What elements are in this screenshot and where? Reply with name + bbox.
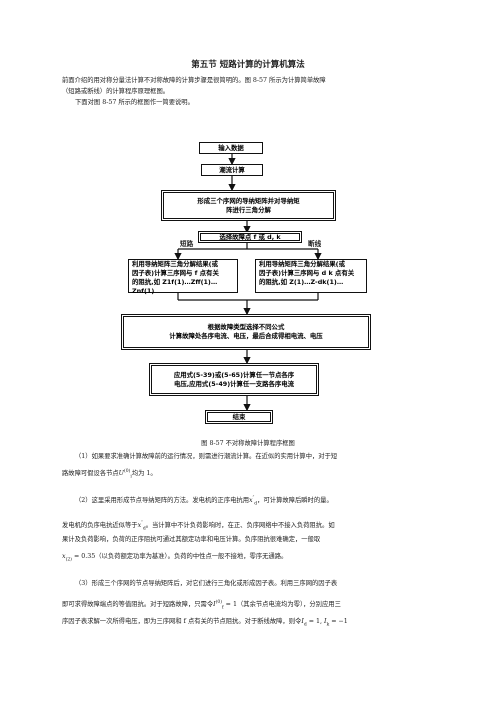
intro-line-1: 前面介绍的用对称分量法计算不对称故障的计算步骤是很简明的。图 8-57 所示为计… (62, 77, 326, 84)
branch-short-label: 短路 (180, 240, 194, 248)
p4-eq-k: = −1 (329, 618, 348, 625)
intro-line-3: 下面对图 8-57 所示的框图作一简要说明。 (75, 99, 194, 106)
p1-line-1: （1）如果要求准确计算故障前的运行情况，则需进行潮流计算。在近似的实用计算中，对… (75, 453, 338, 460)
p3-sym: x (137, 522, 142, 530)
p4-text-c: 序因子表求解一次所得电压，即为三序网和 f 点有关的节点阻抗。对于断线故障，则令 (62, 618, 302, 625)
p4-sup: (0) (215, 600, 222, 605)
input-data-box: 输入数据 (199, 142, 263, 154)
fault-type-line-2: 计算故障处各序电流、电压，最后合成得相电流、电压 (169, 332, 323, 340)
open-line-1: 利用导纳矩阵三角分解结果(或 (259, 260, 345, 268)
fault-type-line-1: 根据故障类型选择不同公式 (207, 323, 285, 331)
figure-caption: 图 8-57 不对称故障计算程序框图 (201, 440, 295, 447)
page-title: 第五节 短路计算的计算机算法 (191, 60, 305, 70)
p3-text-a: 发电机的负序电抗近似等于 (62, 522, 138, 530)
apply-formula-box: 应用式(5-39)或(5-65)计算任一节点各序 电压,应用式(5-49)计算任… (149, 363, 319, 396)
form-matrix-line-1: 形成三个序网的导纳矩阵并对导纳矩 (197, 196, 300, 205)
open-impedance-box: 利用导纳矩阵三角分解结果(或 因子表)计算三序网与 d k 点有关 的阻抗,如 … (255, 259, 367, 293)
p2-sub: d (254, 501, 258, 507)
p1-line-2: 路故障可假设各节点U(0)i均为 1。 (62, 466, 157, 482)
short-impedance-box: 利用导纳矩阵三角分解结果(或 因子表)计算三序网与 f 点有关 的阻抗,如 Z1… (128, 259, 238, 295)
intro-line-2: （短路或断线）的计算程序原理框图。 (62, 88, 170, 95)
p3-text-b: 。当计算中不计负荷影响时，在正、负序网络中不接入负荷阻抗。如 (145, 522, 335, 530)
p2-text-b: ，可计算故障后瞬时的量。 (257, 497, 333, 505)
p4-sym-k: I (324, 618, 327, 625)
p4-sub: f (222, 605, 224, 611)
p3-line-2: 果计及负荷影响，负荷的正序阻抗可通过其额定功率和电压计算。负序阻抗很难确定，一般… (62, 536, 321, 543)
p4-eq: = 1 (223, 601, 237, 609)
p1-sym: U (118, 470, 124, 478)
short-line-1: 利用导纳矩阵三角分解结果(或 (132, 260, 218, 268)
p4-line-2: 即可求得故障端点的等值阻抗。对于短路故障，只需令I(0)f = 1（其余节点电流… (62, 597, 341, 613)
p1-text-b: 均为 1。 (131, 470, 157, 478)
apply-line-2: 电压,应用式(5-49)计算任一支路各序电流 (173, 379, 295, 388)
p4-text-b: （其余节点电流均为零），分别应用三 (236, 601, 341, 609)
p3-line-1: 发电机的负序电抗近似等于x″d。当计算中不计负荷影响时，在正、负序网络中不接入负… (62, 518, 335, 534)
p4-text-a: 即可求得故障端点的等值阻抗。对于短路故障，只需令 (62, 601, 214, 609)
fault-type-box: 根据故障类型选择不同公式 计算故障处各序电流、电压，最后合成得相电流、电压 (121, 314, 371, 350)
p3-load-sym: x (62, 553, 66, 560)
p4-eq-d: = 1, (306, 618, 325, 625)
short-line-3: 的阻抗,如 Z1f(1)…Zff(1)…Znf(1) (132, 278, 218, 295)
p4-line-1: （3）形成三个序网的节点导纳矩阵后，对它们进行三角化或形成因子表。利用三序网的因… (75, 580, 338, 587)
p4-sub-k: k (326, 622, 330, 628)
p3-sub: d (142, 526, 146, 532)
branch-open-label: 断线 (308, 240, 322, 248)
p3-load-value: = 0.35 (71, 553, 96, 560)
p3-line-3: x(2) = 0.35（以负荷额定功率为基准）。负荷的中性点一般不接地，零序无通… (62, 551, 287, 565)
form-matrix-box: 形成三个序网的导纳矩阵并对导纳矩 阵进行三角分解 (161, 190, 336, 221)
apply-line-1: 应用式(5-39)或(5-65)计算任一节点各序 (173, 370, 295, 379)
p3-sup: ″ (141, 521, 143, 526)
p3-text-c: （以负荷额定功率为基准）。负荷的中性点一般不接地，零序无通路。 (95, 553, 288, 560)
p2-sup: ″ (252, 496, 255, 501)
p4-line-3: 序因子表求解一次所得电压，即为三序网和 f 点有关的节点阻抗。对于断线故障，则令… (62, 616, 348, 630)
power-flow-box: 潮流计算 (201, 164, 263, 176)
p4-sub-d: d (303, 622, 307, 628)
p4-sym-d: I (301, 618, 304, 625)
select-fault-box: 选择故障点 f 或 d, k (198, 231, 302, 243)
p1-text-a: 路故障可假设各节点 (62, 470, 119, 478)
open-line-3: 的阻抗,如 Z(1)…Z-dk(1)… (259, 278, 344, 286)
p2-sym: x (249, 497, 253, 505)
p2-line-1: （2）这里采用形成节点导纳矩阵的方法。发电机的正序电抗用x″d，可计算故障后瞬时… (75, 493, 333, 509)
end-box: 结束 (205, 410, 273, 424)
p1-sup: (0) (123, 469, 131, 474)
short-line-2: 因子表)计算三序网与 f 点有关 (132, 269, 219, 277)
open-line-2: 因子表)计算三序网与 d k 点有关 (259, 269, 355, 277)
p1-sub: i (130, 474, 132, 480)
p3-load-sub: (2) (65, 557, 72, 563)
form-matrix-line-2: 阵进行三角分解 (226, 205, 271, 214)
p2-text-a: （2）这里采用形成节点导纳矩阵的方法。发电机的正序电抗用 (75, 497, 250, 505)
p4-sym: I (213, 601, 216, 609)
